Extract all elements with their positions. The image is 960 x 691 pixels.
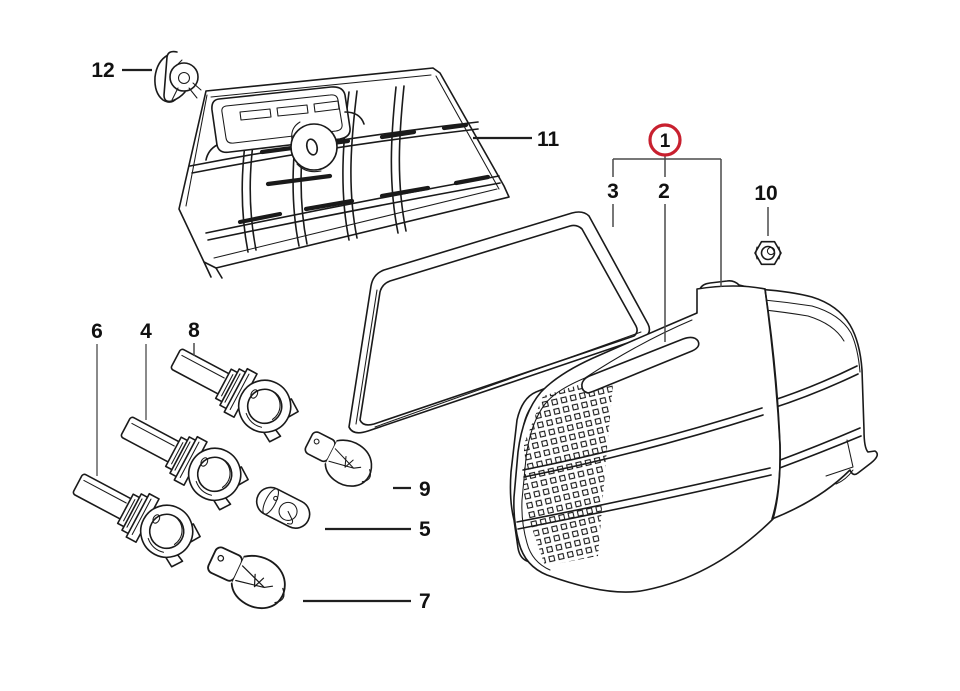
highlight-circle[interactable]	[648, 123, 682, 157]
callout-label-3[interactable]: 3	[607, 180, 619, 203]
housing-stripes	[767, 365, 862, 470]
part-7-bulb	[199, 536, 297, 619]
callout-label[interactable]: 1	[660, 131, 671, 152]
callout-label[interactable]: 7	[419, 590, 431, 613]
callout-label[interactable]: 6	[91, 320, 103, 343]
callout-9[interactable]: 9	[393, 478, 431, 501]
callout-4[interactable]: 4	[140, 320, 152, 420]
callout-1-highlighted[interactable]: 1	[648, 123, 682, 157]
gasket-outer	[348, 211, 651, 434]
callout-label[interactable]: 12	[91, 59, 114, 82]
bracket-boss	[290, 123, 338, 171]
callout-label[interactable]: 10	[754, 182, 777, 205]
bracket-leader-lines	[612, 156, 722, 342]
callout-11[interactable]: 11	[473, 128, 560, 151]
part-8-bulb-socket	[161, 335, 306, 448]
part-1-housing	[696, 280, 879, 520]
clip-head	[169, 62, 199, 92]
lens-housing-boundary	[764, 288, 781, 520]
callout-group-1-2-3: 1 3 2	[607, 123, 722, 342]
part-12-clip	[154, 50, 202, 103]
gasket-inner	[359, 224, 638, 426]
lens-bands	[516, 407, 772, 530]
callout-label[interactable]: 5	[419, 518, 431, 541]
bracket-ribs	[241, 85, 407, 253]
lens-top-slot	[581, 336, 700, 394]
callout-label[interactable]: 4	[140, 320, 152, 343]
callout-6[interactable]: 6	[91, 320, 103, 476]
part-5-bulb	[255, 486, 311, 529]
part-2-lens	[513, 285, 781, 593]
callout-7[interactable]: 7	[303, 590, 431, 613]
callout-label[interactable]: 11	[537, 128, 560, 151]
callout-label[interactable]: 8	[188, 319, 200, 342]
part-3-gasket	[348, 211, 651, 434]
callout-label[interactable]: 9	[419, 478, 431, 501]
part-9-bulb	[297, 422, 382, 496]
callout-8[interactable]: 8	[188, 319, 200, 356]
callout-12[interactable]: 12	[91, 59, 152, 82]
part-11-cover-bracket	[178, 67, 510, 279]
callout-5[interactable]: 5	[325, 518, 431, 541]
callout-label-2[interactable]: 2	[658, 180, 670, 203]
lens-hatched-segment	[524, 374, 614, 566]
part-10-hex-nut	[754, 240, 782, 266]
callout-10[interactable]: 10	[754, 182, 778, 236]
